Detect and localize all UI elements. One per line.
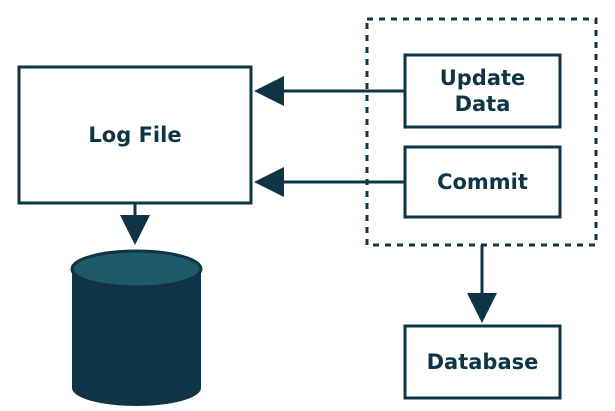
- database-cylinder-body: [72, 270, 201, 388]
- log-file-box: [17, 65, 253, 205]
- database-cylinder-icon: [70, 249, 203, 406]
- commit-box: [403, 145, 562, 219]
- database-box: [403, 324, 562, 400]
- update-data-box: [403, 53, 562, 129]
- database-cylinder-bottom: [72, 370, 201, 406]
- database-cylinder-top: [70, 249, 203, 289]
